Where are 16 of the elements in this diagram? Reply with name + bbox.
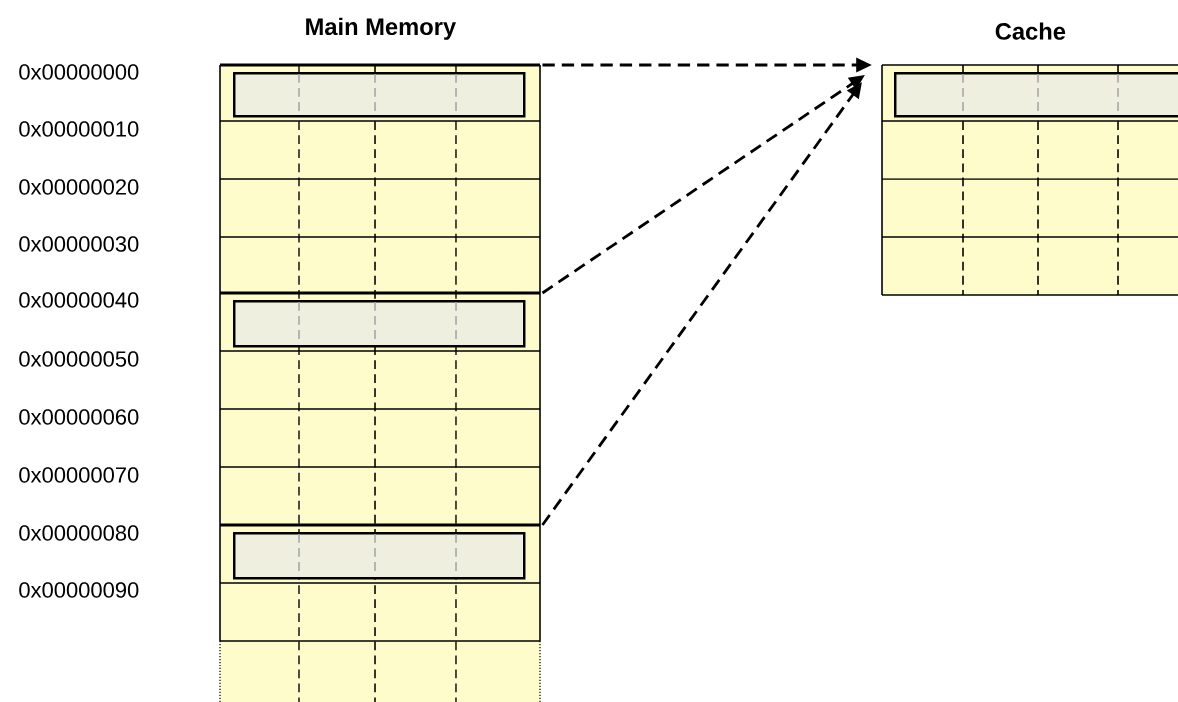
address-label: 0x00000090: [19, 582, 139, 598]
address-label: 0x00000020: [19, 179, 139, 195]
address-label: 0x00000040: [19, 292, 139, 308]
address-label: 0x00000010: [19, 121, 139, 137]
node-label: Main Memory: [306, 17, 456, 40]
address-label: 0x00000060: [19, 409, 139, 425]
address-label: 0x00000070: [19, 467, 139, 483]
address-label: 0x00000050: [19, 351, 139, 367]
cache-line-block: [233, 71, 526, 118]
cache-line-block: [233, 532, 526, 580]
cache-line-block: [894, 71, 1178, 118]
address-label: 0x00000030: [19, 236, 139, 252]
node-label: Cache: [995, 22, 1066, 40]
address-label: 0x00000080: [19, 525, 139, 541]
cache-line-block: [233, 300, 526, 348]
address-label: 0x00000000: [19, 64, 139, 80]
